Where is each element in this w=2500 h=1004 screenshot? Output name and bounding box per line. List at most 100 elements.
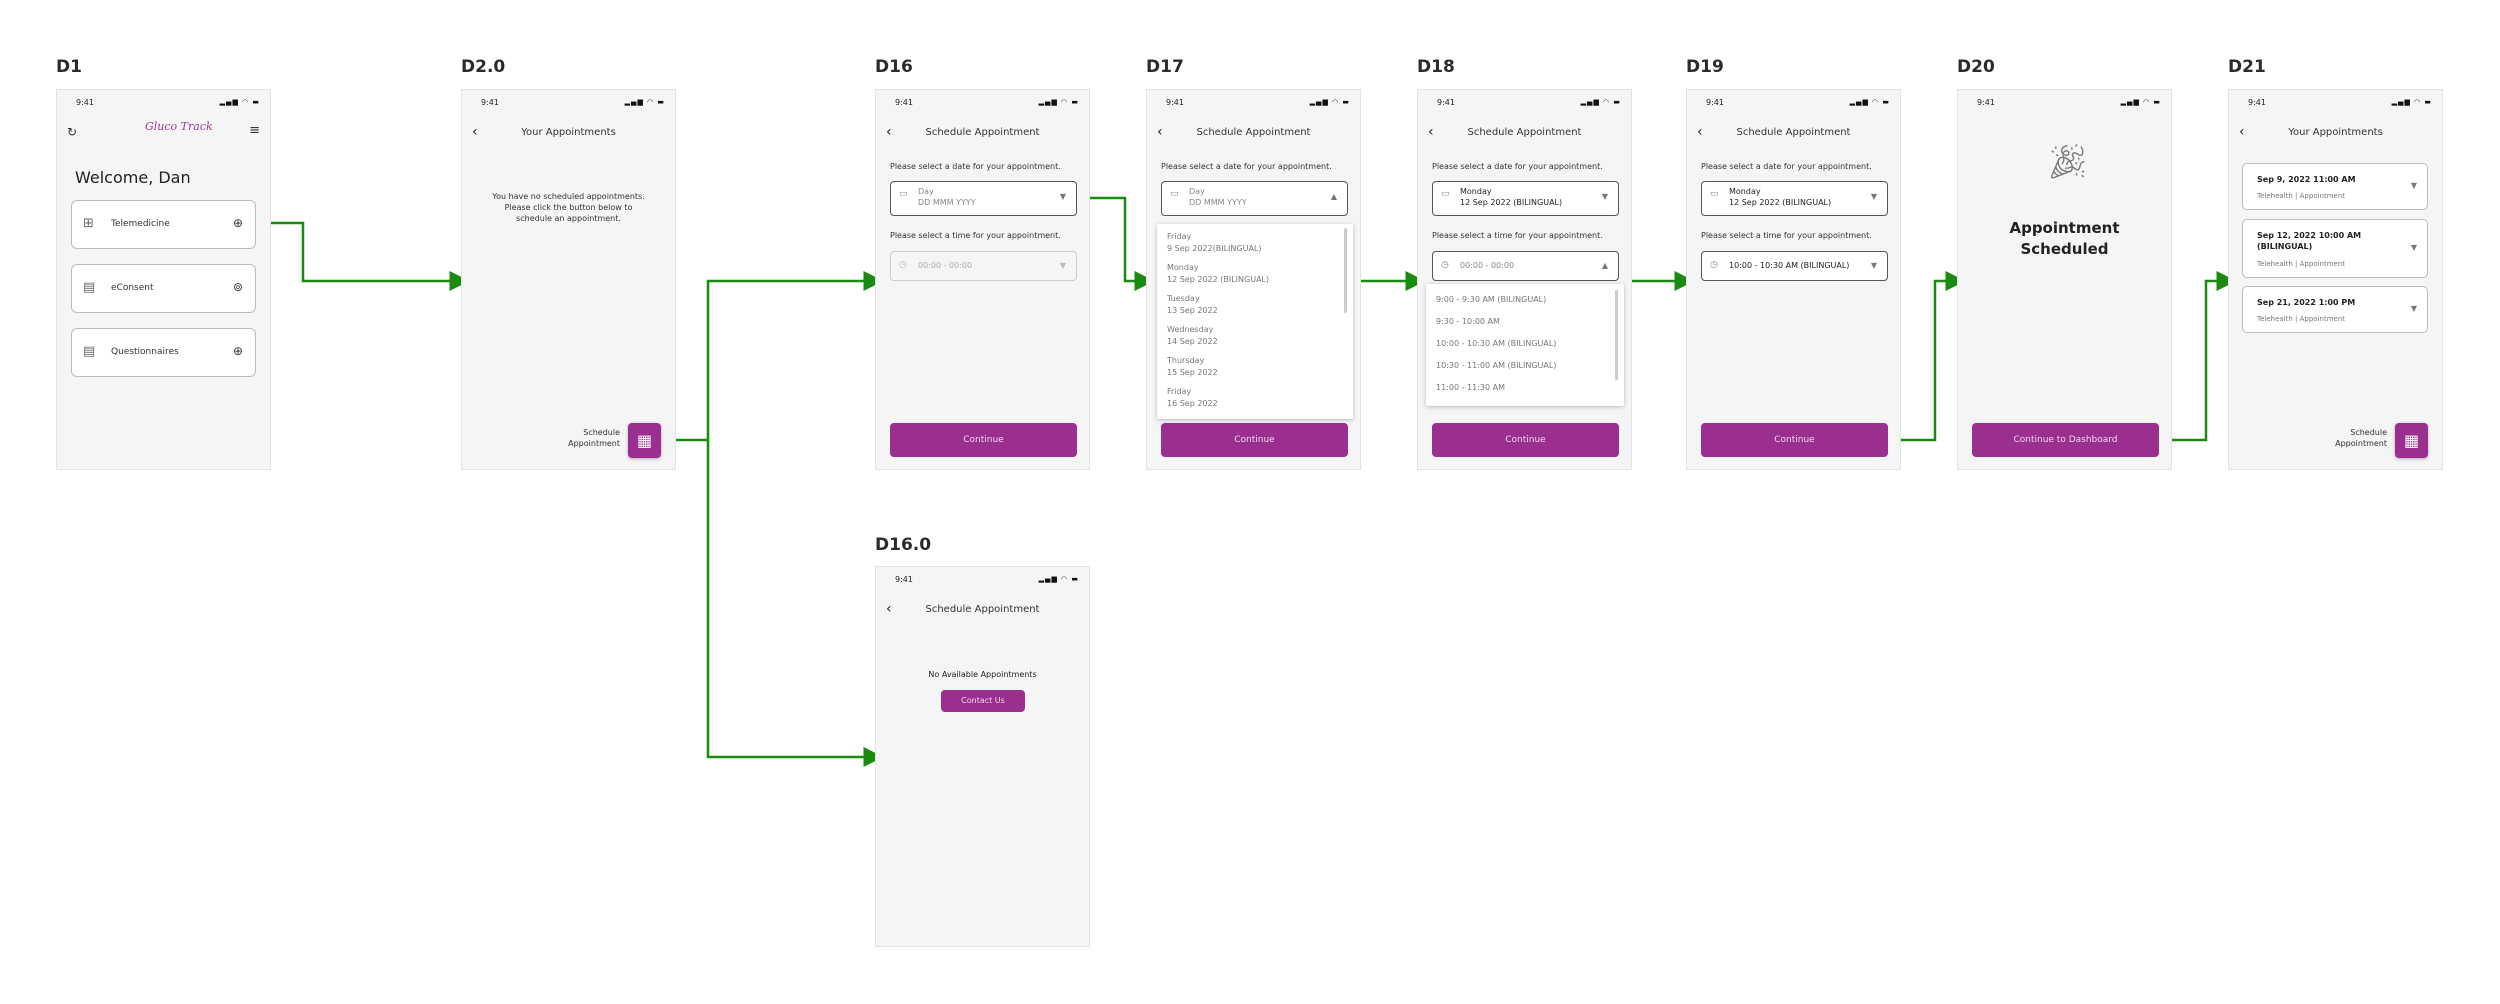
date-select[interactable]: ▭ Monday 12 Sep 2022 (BILINGUAL) ▼ — [1701, 181, 1888, 216]
calendar-icon: ▭ — [1170, 189, 1179, 199]
time-option[interactable]: 10:30 - 11:00 AM (BILINGUAL) — [1436, 361, 1557, 370]
back-icon[interactable]: ‹ — [2239, 124, 2245, 140]
refresh-icon[interactable]: ↻ — [67, 125, 78, 139]
arrow-d20-to-d21 — [2158, 271, 2237, 442]
date-select[interactable]: ▭ Day DD MMM YYYY ▼ — [890, 181, 1077, 216]
scrollbar[interactable] — [1615, 290, 1618, 380]
calendar-icon: ▦ — [2403, 431, 2420, 450]
continue-button[interactable]: Continue — [1432, 423, 1619, 457]
card-telemedicine[interactable]: ⊞ Telemedicine ⊕ — [71, 200, 256, 249]
back-icon[interactable]: ‹ — [886, 601, 892, 617]
back-icon[interactable]: ‹ — [1697, 124, 1703, 140]
arrow-d2-to-d16-0 — [706, 440, 884, 767]
time-option[interactable]: 9:00 - 9:30 AM (BILINGUAL) — [1436, 295, 1547, 304]
appointment-datetime: Sep 9, 2022 11:00 AM — [2257, 175, 2356, 184]
screen-d2: 9:41 ▂▄▆ ◠ ▬ ‹ Your Appointments You hav… — [461, 89, 676, 470]
date-prompt: Please select a date for your appointmen… — [1432, 162, 1603, 171]
card-questionnaires[interactable]: ▤ Questionnaires ⊕ — [71, 328, 256, 377]
continue-button[interactable]: Continue — [1161, 423, 1348, 457]
calendar-icon: ▭ — [899, 189, 908, 199]
chevron-down-icon: ▼ — [1870, 261, 1877, 270]
card-econsent[interactable]: ▤ eConsent ⊚ — [71, 264, 256, 313]
chevron-down-icon: ▼ — [2410, 181, 2417, 190]
appointment-card[interactable]: Sep 21, 2022 1:00 PM Telehealth | Appoin… — [2242, 286, 2428, 333]
selected-day: Monday — [1460, 187, 1492, 196]
page-title: Schedule Appointment — [925, 604, 1040, 615]
menu-icon[interactable]: ≡ — [249, 123, 260, 138]
arrow-d16-to-d17 — [1076, 196, 1155, 291]
time-option[interactable]: 11:00 - 11:30 AM — [1436, 383, 1505, 392]
page-title: Your Appointments — [521, 127, 616, 138]
appointment-card[interactable]: Sep 9, 2022 11:00 AM Telehealth | Appoin… — [2242, 163, 2428, 210]
screen-d16: 9:41 ▂▄▆ ◠ ▬ ‹ Schedule Appointment Plea… — [875, 89, 1090, 470]
appointment-meta: Telehealth | Appointment — [2257, 260, 2346, 268]
screen-label-d19: D19 — [1686, 57, 1724, 77]
continue-button[interactable]: Continue — [890, 423, 1077, 457]
screen-label-d2: D2.0 — [461, 57, 506, 77]
back-icon[interactable]: ‹ — [886, 124, 892, 140]
screen-d17: 9:41 ▂▄▆ ◠ ▬ ‹ Schedule Appointment Plea… — [1146, 89, 1361, 470]
back-icon[interactable]: ‹ — [1157, 124, 1163, 140]
appointment-card[interactable]: Sep 12, 2022 10:00 AM(BILINGUAL) Telehea… — [2242, 219, 2428, 278]
time-select[interactable]: ◷ 00:00 - 00:00 ▲ — [1432, 251, 1619, 281]
chevron-down-icon: ▼ — [2410, 243, 2417, 252]
chevron-up-icon: ▲ — [1330, 192, 1337, 201]
contact-us-button[interactable]: Contact Us — [941, 690, 1025, 712]
party-popper-icon: 🎉︎ — [2046, 142, 2090, 182]
date-select[interactable]: ▭ Monday 12 Sep 2022 (BILINGUAL) ▼ — [1432, 181, 1619, 216]
arrow-d19-to-d20 — [1887, 271, 1966, 442]
status-time: 9:41 — [1437, 98, 1455, 107]
continue-button[interactable]: Continue — [1701, 423, 1888, 457]
time-placeholder: 00:00 - 00:00 — [918, 261, 973, 270]
arrow-d2-to-d16 — [660, 271, 884, 442]
time-option[interactable]: 10:00 - 10:30 AM (BILINGUAL) — [1436, 339, 1557, 348]
page-title: Schedule Appointment — [1196, 127, 1311, 138]
time-select[interactable]: ◷ 00:00 - 00:00 ▼ — [890, 251, 1077, 281]
time-prompt: Please select a time for your appointmen… — [890, 231, 1061, 240]
no-appointments-message: No Available Appointments — [928, 670, 1037, 679]
scrollbar[interactable] — [1344, 228, 1347, 313]
clipboard-icon: ▤ — [83, 280, 96, 295]
date-placeholder: DD MMM YYYY — [918, 198, 976, 207]
status-icons: ▂▄▆ ◠ ▬ — [1849, 98, 1890, 106]
date-placeholder: DD MMM YYYY — [1189, 198, 1247, 207]
welcome-heading: Welcome, Dan — [75, 168, 191, 187]
continue-to-dashboard-button[interactable]: Continue to Dashboard — [1972, 423, 2159, 457]
chevron-down-icon: ▼ — [2410, 304, 2417, 313]
date-select[interactable]: ▭ Day DD MMM YYYY ▲ — [1161, 181, 1348, 216]
back-icon[interactable]: ‹ — [472, 124, 478, 140]
appointment-meta: Telehealth | Appointment — [2257, 315, 2346, 323]
status-time: 9:41 — [1977, 98, 1995, 107]
screen-d18: 9:41 ▂▄▆ ◠ ▬ ‹ Schedule Appointment Plea… — [1417, 89, 1632, 470]
card-label: Questionnaires — [111, 347, 179, 357]
schedule-appointment-button[interactable]: ▦ — [628, 423, 661, 458]
screen-label-d16: D16 — [875, 57, 913, 77]
card-label: Telemedicine — [111, 219, 170, 229]
schedule-appointment-button[interactable]: ▦ — [2395, 423, 2428, 458]
calendar-icon: ▦ — [636, 431, 653, 450]
time-select[interactable]: ◷ 10:00 - 10:30 AM (BILINGUAL) ▼ — [1701, 251, 1888, 281]
status-icons: ▂▄▆ ◠ ▬ — [1580, 98, 1621, 106]
screen-label-d1: D1 — [56, 57, 82, 77]
clock-icon: ◷ — [899, 260, 907, 270]
status-time: 9:41 — [481, 98, 499, 107]
status-time: 9:41 — [895, 98, 913, 107]
status-icons: ▂▄▆ ◠ ▬ — [1038, 98, 1079, 106]
selected-day: Monday — [1729, 187, 1761, 196]
screen-d19: 9:41 ▂▄▆ ◠ ▬ ‹ Schedule Appointment Plea… — [1686, 89, 1901, 470]
time-option[interactable]: 9:30 - 10:00 AM — [1436, 317, 1500, 326]
screen-d21: 9:41 ▂▄▆ ◠ ▬ ‹ Your Appointments Sep 9, … — [2228, 89, 2443, 470]
date-prompt: Please select a date for your appointmen… — [890, 162, 1061, 171]
time-dropdown: 9:00 - 9:30 AM (BILINGUAL) 9:30 - 10:00 … — [1426, 284, 1624, 406]
back-icon[interactable]: ‹ — [1428, 124, 1434, 140]
status-icons: ▂▄▆ ◠ ▬ — [2120, 98, 2161, 106]
